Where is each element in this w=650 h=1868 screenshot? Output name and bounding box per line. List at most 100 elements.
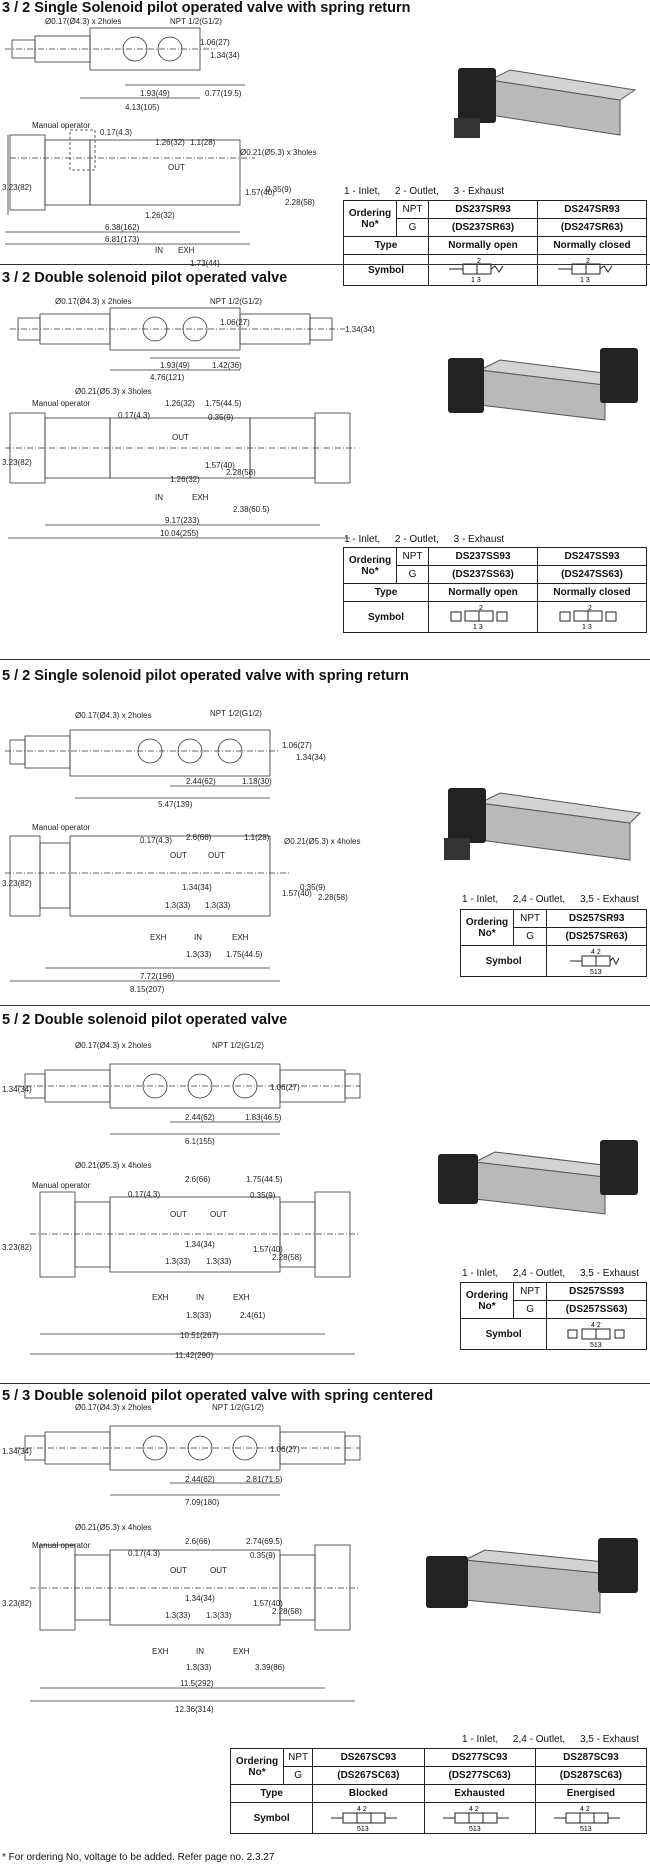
svg-text:513: 513 — [590, 969, 602, 975]
type-value: Normally open — [428, 583, 539, 602]
port-legend: 1 - Inlet, 2 - Outlet, 3 - Exhaust — [344, 534, 516, 545]
ordering-table: Ordering No* NPT DS257SS93 G (DS257SS63)… — [459, 1282, 647, 1350]
dim-label: Ø0.21(Ø5.3) x 4holes — [284, 837, 360, 846]
hole-spec-label: Ø0.21(Ø5.3) x 3holes — [75, 387, 151, 396]
dim-label: 1.93(49) — [160, 361, 190, 370]
svg-text:2: 2 — [588, 605, 592, 612]
port-legend: 1 - Inlet, 2 - Outlet, 3 - Exhaust — [344, 186, 516, 197]
manual-operator-label: Manual operator — [32, 823, 91, 832]
ordering-table: Ordering No* NPT DS237SS93 DS247SS93 G (… — [342, 547, 647, 633]
dim-label: 1.26(32) — [155, 138, 185, 147]
port-label: EXH — [192, 493, 209, 502]
port-label: IN — [194, 933, 202, 942]
svg-text:513: 513 — [469, 1826, 481, 1832]
part-number: DS287SC93 — [534, 1748, 648, 1767]
valve-photo — [438, 1140, 638, 1215]
dimension-drawing: Ø0.17(Ø4.3) x 2holes NPT 1/2(G1/2) 1.06(… — [2, 17, 316, 268]
manual-operator-label: Manual operator — [32, 399, 91, 408]
section-title: 5 / 2 Single solenoid pilot operated val… — [2, 668, 409, 684]
dim-label: 1.93(49) — [140, 89, 170, 98]
port-label: EXH — [178, 246, 195, 255]
symbol-label: Symbol — [229, 1802, 314, 1834]
dim-label: 11.42(290) — [175, 1351, 213, 1360]
port-label: IN — [155, 493, 163, 502]
part-number: DS257SS93 — [546, 1282, 647, 1301]
dim-label: 2.38(60.5) — [233, 505, 270, 514]
dim-label: 1.34(34) — [185, 1594, 215, 1603]
svg-text:2: 2 — [479, 605, 483, 612]
dim-label: 9.17(233) — [165, 516, 200, 525]
part-number: DS247SR93 — [537, 200, 647, 219]
dim-label: 1.42(36) — [212, 361, 242, 370]
dim-label: 1.1(28) — [190, 138, 216, 147]
legend-item: 3,5 - Exhaust — [579, 1734, 639, 1745]
hole-spec-label: Ø0.17(Ø4.3) x 2holes — [75, 1041, 151, 1050]
thread-label: NPT 1/2(G1/2) — [170, 17, 222, 26]
dimension-drawing: Ø0.17(Ø4.3) x 2holes NPT 1/2(G1/2) 1.34(… — [2, 1041, 361, 1360]
dim-label: 1.34(34) — [210, 51, 240, 60]
port-label: OUT — [210, 1566, 227, 1575]
manual-operator-label: Manual operator — [32, 121, 91, 130]
dim-label: 1.34(34) — [2, 1447, 32, 1456]
part-number: DS277SC93 — [423, 1748, 536, 1767]
port-label: OUT — [170, 1210, 187, 1219]
section-title: 3 / 2 Double solenoid pilot operated val… — [2, 270, 288, 286]
port-label: OUT — [170, 1566, 187, 1575]
dim-label: 1.3(33) — [206, 1257, 232, 1266]
legend-item: 3 - Exhaust — [453, 534, 505, 545]
valve-photo — [444, 788, 642, 861]
section-divider — [0, 1005, 650, 1006]
svg-text:1 3: 1 3 — [471, 277, 481, 283]
dim-label: 3.23(82) — [2, 458, 32, 467]
port-legend: 1 - Inlet, 2,4 - Outlet, 3,5 - Exhaust — [462, 1734, 650, 1745]
type-value: Normally closed — [537, 236, 647, 255]
dim-label: 1.1(28) — [244, 833, 270, 842]
svg-text:4 2: 4 2 — [591, 949, 601, 956]
type-value: Normally open — [428, 236, 539, 255]
dim-label: 2.28(58) — [272, 1253, 302, 1262]
port-label: OUT — [172, 433, 189, 442]
dim-label: 6.1(155) — [185, 1137, 215, 1146]
dim-label: 0.35(9) — [250, 1191, 276, 1200]
dim-label: 1.57(40) — [282, 889, 312, 898]
part-number-g: (DS247SR63) — [537, 218, 647, 237]
g-label: G — [512, 927, 548, 946]
part-number: DS237SR93 — [428, 200, 539, 219]
dim-label: 5.47(139) — [158, 800, 193, 809]
legend-item: 3,5 - Exhaust — [579, 894, 639, 905]
legend-item: 2,4 - Outlet, — [512, 894, 566, 905]
port-label: OUT — [170, 851, 187, 860]
port-label: EXH — [233, 1293, 250, 1302]
part-number: DS257SR93 — [546, 909, 647, 928]
manual-operator-label: Manual operator — [32, 1181, 91, 1190]
symbol-label: Symbol — [459, 1318, 548, 1350]
hole-spec-label: Ø0.17(Ø4.3) x 2holes — [75, 711, 151, 720]
type-value: Energised — [534, 1784, 648, 1803]
svg-text:4 2: 4 2 — [469, 1806, 479, 1813]
dim-label: 2.81(71.5) — [246, 1475, 283, 1484]
legend-item: 1 - Inlet, — [462, 1268, 499, 1279]
section-5-2-double-solenoid: 5 / 2 Double solenoid pilot operated val… — [0, 1012, 650, 1382]
legend-item: 2,4 - Outlet, — [512, 1268, 566, 1279]
thread-label: NPT 1/2(G1/2) — [210, 297, 262, 306]
dim-label: 0.35(9) — [208, 413, 234, 422]
dim-label: 0.17(4.3) — [128, 1190, 160, 1199]
section-5-3-double-solenoid-spring-centered: 5 / 3 Double solenoid pilot operated val… — [0, 1388, 650, 1848]
dim-label: 2.28(58) — [226, 468, 256, 477]
dim-label: 0.77(19.5) — [205, 89, 242, 98]
valve-symbol: 4 2 513 — [423, 1802, 536, 1834]
port-label: OUT — [168, 163, 185, 172]
dim-label: 1.06(27) — [282, 741, 312, 750]
ordering-label: Ordering No* — [343, 547, 397, 584]
dim-label: 2.6(66) — [186, 833, 212, 842]
hole-spec-label: Ø0.21(Ø5.3) x 4holes — [75, 1161, 151, 1170]
svg-text:1 3: 1 3 — [580, 277, 590, 283]
ordering-label: Ordering No* — [343, 200, 397, 237]
dim-label: 1.57(40) — [253, 1599, 283, 1608]
legend-item: 3 - Exhaust — [453, 186, 505, 197]
npt-label: NPT — [395, 547, 430, 566]
type-value: Exhausted — [423, 1784, 536, 1803]
